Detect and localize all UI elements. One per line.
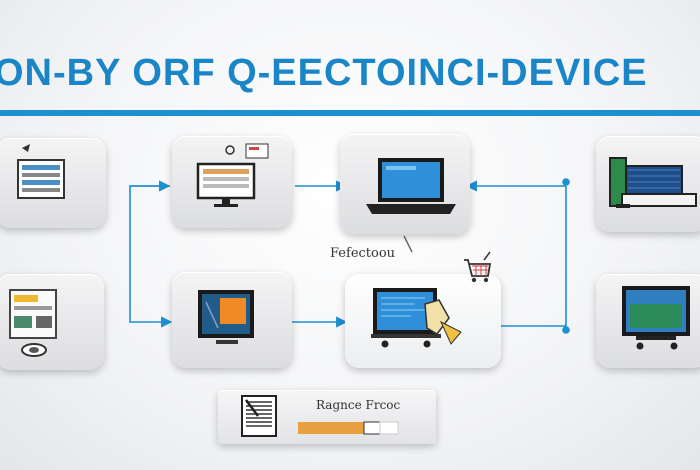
title-underline: [0, 110, 700, 116]
barcode-scanner-icon: [241, 395, 399, 437]
laptop-icon: [366, 158, 456, 214]
document-device-card[interactable]: [0, 138, 106, 228]
tablet-screen-icon: [198, 290, 254, 344]
printer-device-icon: [609, 157, 697, 208]
laptop-card[interactable]: [340, 134, 470, 234]
document-list-icon: [17, 144, 65, 199]
desktop-monitor-icon: [196, 143, 269, 207]
bottom-panel-label: Ragnce Frcoc: [316, 398, 401, 412]
connector-right-bracket: [500, 186, 567, 327]
cash-register-icon: [9, 289, 57, 357]
monitor-cart-card[interactable]: [596, 274, 700, 368]
tablet-cart-icon: [371, 288, 462, 348]
connector-center-tick: [403, 235, 413, 253]
register-device-card[interactable]: [0, 274, 104, 370]
bottom-panel-card[interactable]: Ragnce Frcoc: [218, 390, 436, 444]
monitor-cart-icon: [622, 286, 690, 350]
printer-device-card[interactable]: [596, 136, 700, 232]
page-title: ON-BY ORF Q-EECTOINCI-DEVICE: [0, 52, 648, 94]
center-label: Fefectoou: [330, 246, 396, 261]
desktop-monitor-card[interactable]: [172, 136, 292, 228]
tablet-cart-card[interactable]: [345, 274, 501, 368]
connector-left-bracket: [129, 185, 173, 328]
shopping-cart-icon: [464, 251, 492, 283]
tablet-screen-card[interactable]: [172, 272, 292, 368]
